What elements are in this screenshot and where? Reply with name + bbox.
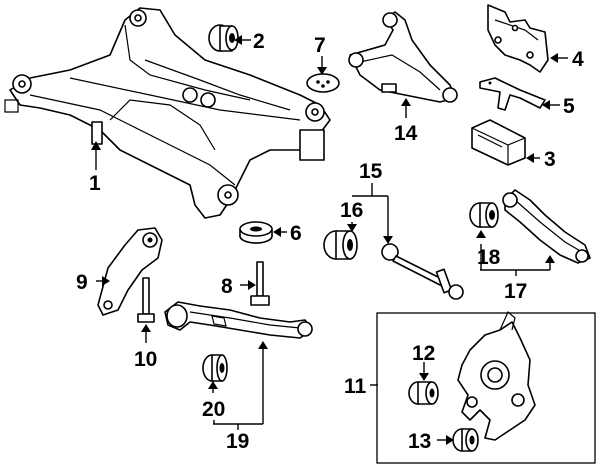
bolt-part-8[interactable] [250, 261, 270, 306]
bushing-part-12[interactable] [408, 381, 439, 405]
callout-3: 3 [544, 148, 556, 171]
bushing-part-20[interactable] [202, 354, 228, 382]
callout-12: 12 [412, 342, 435, 365]
callout-20: 20 [202, 398, 225, 421]
bushing-part-2[interactable] [208, 24, 239, 52]
callout-14: 14 [394, 122, 418, 145]
bolt-part-10[interactable] [137, 277, 155, 323]
bump-plate-part[interactable] [306, 73, 340, 93]
leader-lines [91, 35, 568, 445]
knuckle-group-box [376, 312, 596, 464]
upper-control-arm-part[interactable] [348, 11, 458, 103]
knuckle-part[interactable] [457, 311, 536, 441]
callout-6: 6 [290, 222, 302, 245]
callout-8: 8 [221, 275, 233, 298]
callout-15: 15 [359, 160, 383, 183]
callout-11: 11 [344, 375, 367, 398]
lower-arm-part-19[interactable] [164, 301, 313, 339]
callout-19: 19 [226, 430, 249, 453]
crossmember-part[interactable] [4, 7, 331, 219]
callout-17: 17 [504, 280, 527, 303]
callout-7: 7 [314, 34, 326, 57]
washer-part-6[interactable] [239, 221, 273, 244]
callout-9: 9 [76, 271, 88, 294]
callout-2: 2 [253, 30, 265, 53]
bushing-part-16[interactable] [323, 230, 358, 260]
callout-1: 1 [89, 172, 101, 195]
module-part-3[interactable] [471, 119, 526, 166]
bracket-part-5[interactable] [479, 77, 546, 111]
callout-4: 4 [572, 48, 584, 71]
callout-10: 10 [134, 348, 157, 371]
callout-16: 16 [340, 199, 363, 222]
bracket-part-4[interactable] [487, 4, 549, 73]
bushing-part-18[interactable] [469, 202, 499, 228]
bracket-part-9[interactable] [97, 227, 163, 316]
callout-18: 18 [477, 246, 501, 269]
toe-link-part[interactable] [381, 243, 464, 300]
bushing-part-13[interactable] [452, 428, 479, 452]
callout-labels: 1 2 3 4 5 6 7 8 9 10 11 12 13 14 15 16 1… [76, 30, 584, 453]
callout-5: 5 [563, 95, 575, 118]
callout-13: 13 [408, 430, 431, 453]
trailing-arm-part[interactable] [502, 189, 591, 264]
